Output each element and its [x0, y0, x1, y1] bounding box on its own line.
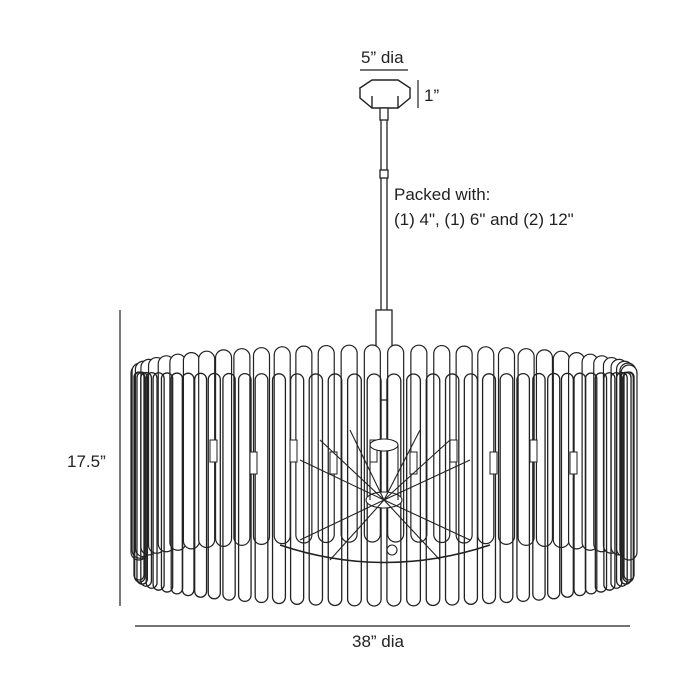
glass-rod-back	[233, 348, 251, 546]
canopy	[358, 79, 412, 109]
glass-rod-back	[273, 346, 291, 545]
rod-holder	[529, 439, 538, 463]
rod-holder	[209, 439, 218, 463]
glass-rod-front	[425, 373, 441, 607]
glass-rod-front	[207, 372, 221, 600]
glass-rod-front	[560, 372, 574, 598]
glass-rod-front	[289, 373, 305, 605]
canopy-diameter-label: 5” dia	[361, 48, 404, 67]
glass-rod-front	[547, 372, 561, 600]
glass-rod-ring	[130, 344, 638, 607]
overall-diameter-label: 38” dia	[352, 632, 404, 651]
glass-rod-front	[346, 373, 362, 607]
canopy-height-label: 1”	[424, 86, 440, 105]
glass-rod-front	[594, 372, 608, 593]
glass-rod-front	[237, 372, 252, 603]
glass-rod-front	[532, 372, 546, 601]
glass-rod-front	[152, 372, 165, 591]
glass-rod-back	[340, 344, 358, 543]
center-hub	[279, 429, 491, 564]
glass-rod-front	[145, 371, 158, 589]
glass-rod-back	[497, 347, 516, 546]
rod-holder	[289, 439, 298, 463]
glass-rod-back	[477, 346, 495, 545]
glass-rod-front	[615, 371, 628, 587]
glass-rod-front	[140, 371, 153, 587]
rod-holder	[249, 451, 258, 475]
glass-rod-back	[252, 347, 271, 546]
rod-holder	[449, 439, 458, 463]
glass-rod-front	[481, 373, 497, 605]
overall-height-label: 17.5”	[67, 452, 106, 471]
rod-holder	[489, 451, 498, 475]
glass-rod-front	[194, 372, 208, 598]
packed-with-heading: Packed with:	[394, 185, 491, 204]
glass-rod-front	[463, 373, 479, 605]
glass-rod-front	[444, 373, 460, 606]
glass-rod-front	[271, 373, 287, 605]
glass-rod-back	[182, 352, 201, 550]
glass-rod-front	[516, 372, 531, 603]
glass-rod-front	[308, 373, 324, 606]
glass-rod-front	[386, 373, 402, 607]
rod-holder	[409, 451, 418, 475]
rod-holder	[569, 451, 578, 475]
glass-rod-front	[160, 372, 174, 593]
glass-rod-front	[584, 372, 598, 595]
glass-rod-front	[610, 371, 623, 589]
glass-rod-front	[366, 373, 382, 607]
packed-rods-list: (1) 4", (1) 6" and (2) 12"	[394, 210, 574, 229]
glass-rod-front	[623, 371, 635, 581]
glass-rod-front	[254, 373, 269, 604]
glass-rod-front	[222, 372, 236, 601]
glass-rod-front	[499, 373, 514, 604]
glass-rod-front	[327, 373, 343, 607]
glass-rod-front	[181, 372, 195, 597]
glass-rod-front	[603, 372, 616, 591]
